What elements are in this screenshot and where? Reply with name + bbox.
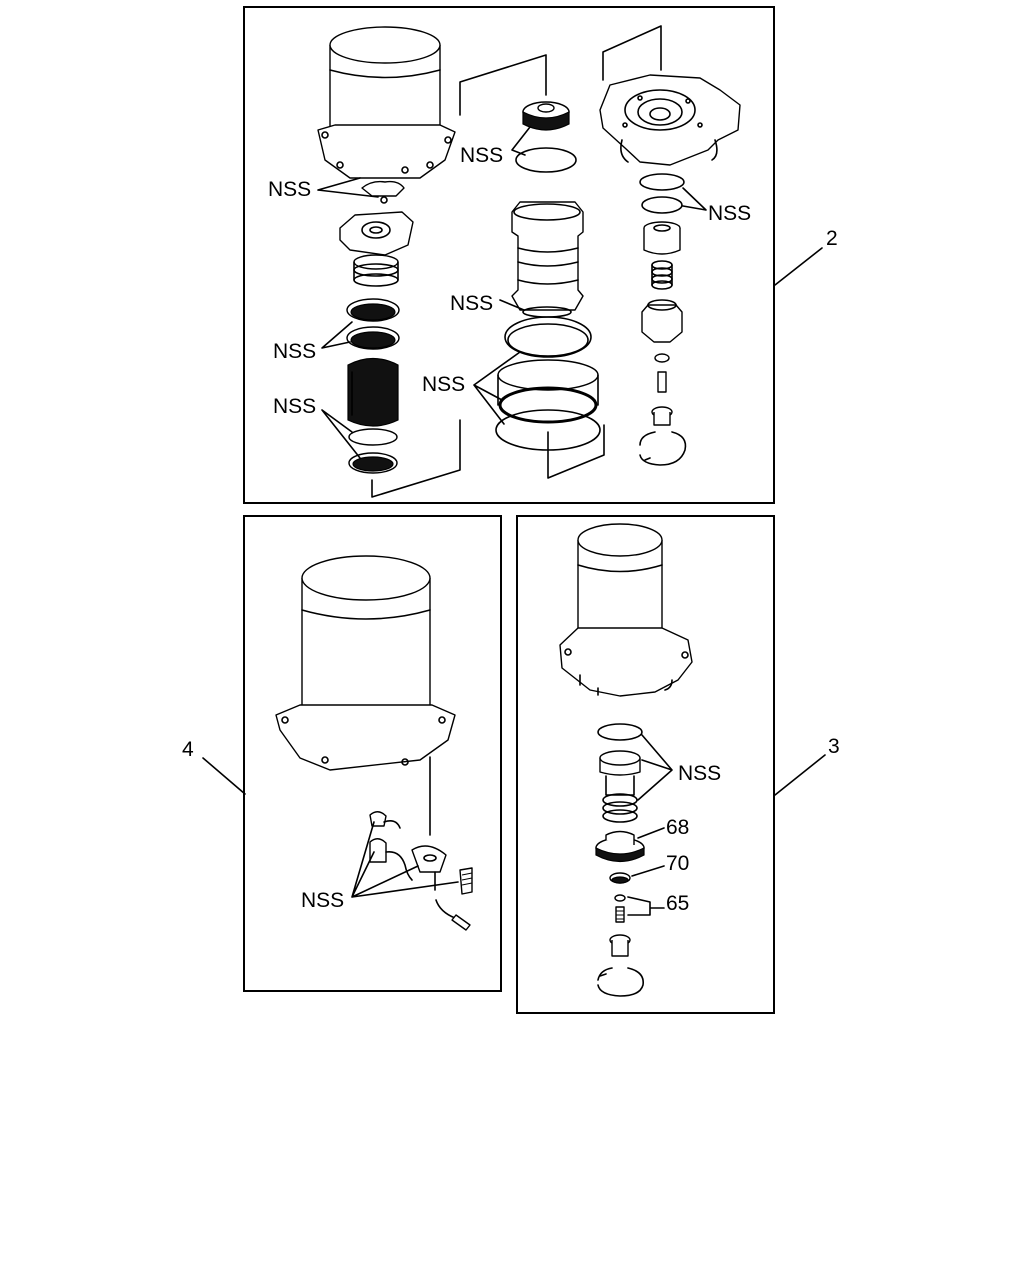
canister-panel-4 [275,555,456,771]
bracket-top-right [602,25,662,81]
panel-2-frame [243,6,775,504]
part-68-label: 68 [666,816,689,839]
callout-3: 3 [828,735,840,758]
part-70-washer [609,872,631,884]
part-65-label: 65 [666,892,689,915]
panel-4-frame [243,515,502,992]
nss-label-g: NSS [708,202,751,225]
part-70-label: 70 [666,852,689,875]
seals-panel-3 [597,723,643,823]
nss-label-e: NSS [450,292,493,315]
leader-nss-middle-mid [499,299,525,311]
bushing-and-snap-ring [597,934,645,997]
housing-right [599,74,741,166]
spring-upper [353,254,399,287]
nss-label-i: NSS [678,762,721,785]
part-65-stem [614,894,626,923]
desiccant-cartridge [347,357,399,427]
valve-body-middle [511,201,584,318]
knurled-cap [522,101,570,131]
callout-4-leader [202,757,246,795]
nss-label-b: NSS [273,340,316,363]
panel-assembly-3: NSS 68 70 65 3 [516,515,840,1014]
part-70-leader [631,865,665,877]
callout-4: 4 [182,738,194,761]
leaders-nss-middle-low [473,351,521,425]
bracket-left-middle [371,419,461,498]
callout-2-leader [774,247,823,286]
canister-top-left [317,26,456,179]
leaders-nss-right [682,187,707,211]
large-seals-middle [495,316,601,451]
bracket-bottom-middle [547,424,605,479]
canister-panel-3 [559,523,693,697]
leaders-nss-panel-4 [351,821,459,898]
nss-label-a: NSS [268,178,311,201]
leaders-nss-panel-3 [637,734,673,801]
nss-label-f: NSS [422,373,465,396]
bracket-top-middle [459,54,547,116]
panel-assembly-2: NSS NSS NSS NSS NSS [243,6,838,504]
small-parts-right [639,353,687,466]
valve-seat-right [641,299,683,343]
part-68-seat [595,830,645,863]
o-ring-middle-top [515,147,577,173]
leaders-left [317,177,379,459]
panel-assembly-4: NSS 4 [182,515,502,992]
nss-label-h: NSS [301,889,344,912]
part-65-leader [627,896,665,916]
callout-2: 2 [826,227,838,250]
piston-right [643,221,681,255]
cartridge-seals [348,428,398,474]
part-68-leader [637,827,665,839]
leader-nss-middle-top [511,126,531,156]
o-rings-right [639,173,685,214]
panel-3-frame [516,515,775,1014]
callout-3-leader [774,754,826,796]
nss-label-c: NSS [273,395,316,418]
cover-plate [339,211,414,256]
spring-right [651,260,673,290]
nss-label-d: NSS [460,144,503,167]
small-valve [361,180,405,204]
filter-discs [346,298,400,350]
heater-parts [369,811,473,931]
